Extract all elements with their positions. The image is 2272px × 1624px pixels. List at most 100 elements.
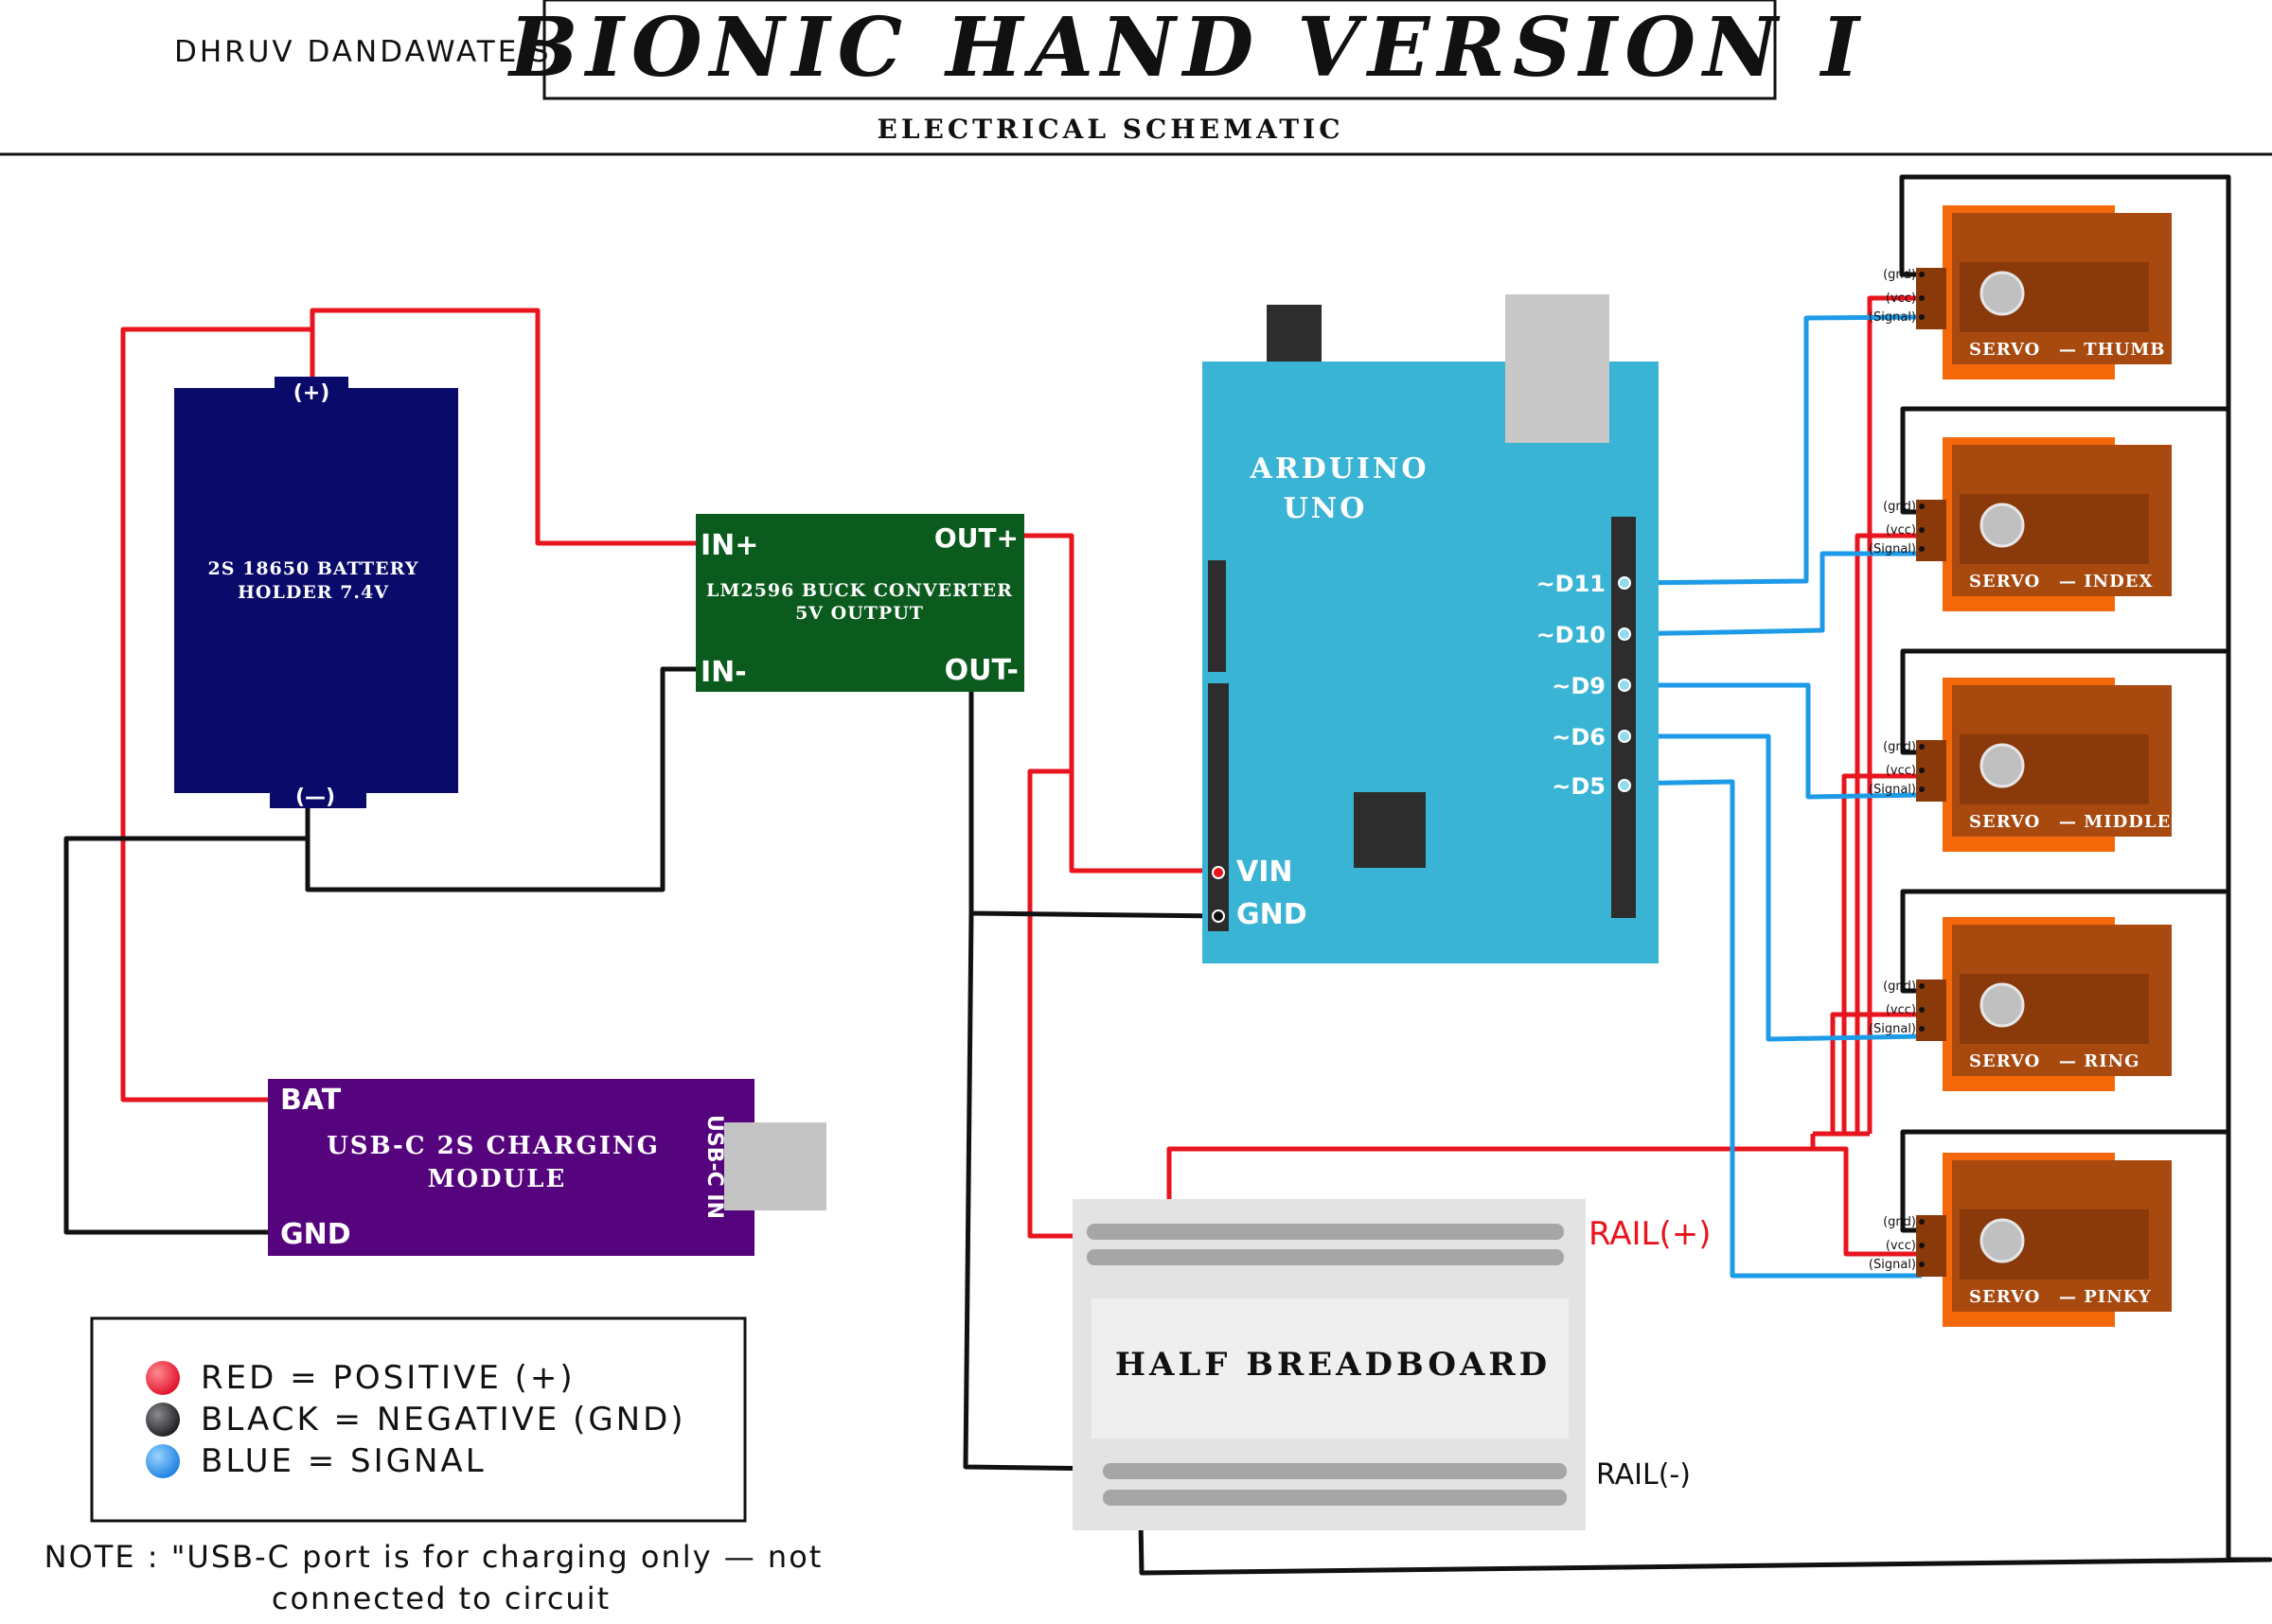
- wire-vcc-pinky: [1813, 1146, 1922, 1257]
- servo-connector-pin: [1919, 786, 1925, 792]
- arduino-uno: ARDUINO UNO VIN GND ~D11~D10~D9~D6~D5: [1202, 294, 1659, 963]
- buck-label-line2: 5V OUTPUT: [795, 603, 924, 624]
- arduino-gnd-pin: [1212, 909, 1225, 923]
- wire-battery-neg-to-charger-gnd: [63, 804, 311, 1235]
- servo-label: SERVO: [1969, 1051, 2040, 1071]
- servo-horn: [1979, 743, 2025, 788]
- buck-in-pos-label: IN+: [701, 529, 758, 562]
- breadboard-rail-pos-a: [1087, 1224, 1564, 1240]
- buck-label-line1: LM2596 BUCK CONVERTER: [706, 580, 1013, 601]
- servo-pin-label: (Signal): [1869, 783, 1916, 797]
- arduino-pin-label: ~D11: [1536, 571, 1606, 597]
- buck-out-neg-label: OUT-: [945, 654, 1019, 687]
- servo-pin-label: (Signal): [1869, 310, 1916, 325]
- servo-finger-label: — THUMB: [2059, 340, 2166, 360]
- servo-connector-pin: [1919, 768, 1925, 773]
- charger-label-line2: MODULE: [428, 1165, 567, 1193]
- servo-connector-pin: [1919, 314, 1925, 320]
- arduino-pin-label: ~D5: [1552, 773, 1606, 800]
- signal-wires: [1624, 314, 1923, 1279]
- servo-label: SERVO: [1969, 572, 2040, 591]
- servo-middle: (gnd)(vcc)(Signal)SERVO— MIDDLE: [1869, 678, 2172, 852]
- charger-port-label: USB-C IN: [702, 1115, 726, 1219]
- arduino-pin-dot: [1618, 576, 1631, 590]
- servo-horn: [1979, 271, 2025, 316]
- note: NOTE : "USB-C port is for charging only …: [44, 1539, 822, 1616]
- servo-horn: [1979, 1218, 2025, 1263]
- servo-finger-label: — PINKY: [2059, 1287, 2152, 1307]
- charger-usb-port: [724, 1122, 826, 1210]
- servo-finger-label: — RING: [2059, 1051, 2139, 1071]
- wire-gnd-index: [1900, 406, 2228, 515]
- arduino-vin-pin: [1212, 866, 1225, 879]
- charger-label-line1: USB-C 2S CHARGING: [327, 1132, 660, 1160]
- breadboard-rail-neg-b: [1103, 1490, 1567, 1506]
- buck-converter: IN+ IN- OUT+ OUT- LM2596 BUCK CONVERTER …: [696, 514, 1024, 692]
- note-line2: connected to circuit: [272, 1580, 611, 1616]
- title-box: [542, 0, 1777, 100]
- servo-connector-pin: [1919, 546, 1925, 552]
- servo-pin-label: (vcc): [1886, 764, 1916, 778]
- arduino-pin-label: ~D6: [1552, 724, 1606, 750]
- servo-connector-pin: [1919, 1262, 1925, 1267]
- wires: [63, 174, 2272, 1576]
- arduino-pin-dot: [1618, 779, 1631, 792]
- servos: (gnd) (vcc) (Signal) SERVO — THUMB (gnd) (vcc)…: [1869, 205, 2172, 1327]
- servo-connector-pin: [1919, 295, 1925, 301]
- arduino-chip: [1354, 792, 1426, 868]
- servo-connector-pin: [1919, 1007, 1925, 1013]
- wire-buck-out-neg-to-rail-neg: [963, 912, 1113, 1472]
- servo-thumb: (gnd)(vcc)(Signal)SERVO— THUMB: [1869, 205, 2172, 380]
- servo-connector-pin: [1919, 503, 1925, 509]
- servo-pin-label: (vcc): [1886, 1003, 1916, 1017]
- servo-connector-pin: [1919, 527, 1925, 533]
- wire-signal-d6-ring: [1624, 733, 1923, 1042]
- arduino-vin-label: VIN: [1236, 856, 1293, 889]
- battery-neg-label: (—): [295, 786, 335, 809]
- breadboard-label: HALF BREADBOARD: [1115, 1346, 1551, 1384]
- wire-vcc-index: [1855, 533, 1922, 1134]
- legend-black-dot: [146, 1403, 180, 1437]
- arduino-header-left-bottom: [1208, 683, 1229, 931]
- servo-index: (gnd) (vcc) (Signal) SERVO — INDEX: [1869, 437, 2172, 611]
- half-breadboard: HALF BREADBOARD RAIL(+) RAIL(-): [1073, 1199, 1712, 1530]
- rail-neg-label: RAIL(-): [1596, 1458, 1691, 1492]
- legend-item-signal: BLUE = SIGNAL: [201, 1442, 487, 1480]
- charger-body: [268, 1079, 754, 1256]
- servo-pin-label: (Signal): [1869, 542, 1916, 556]
- wire-buck-out-to-rail-pos: [1027, 768, 1103, 1239]
- buck-body: [696, 514, 1024, 692]
- wire-buck-out-to-vin: [1022, 533, 1221, 874]
- legend-item-positive: RED = POSITIVE (+): [201, 1359, 576, 1397]
- servo-connector-pin: [1919, 1219, 1925, 1225]
- buck-out-pos-label: OUT+: [934, 522, 1019, 554]
- battery-holder: (+) (—) 2S 18650 BATTERY HOLDER 7.4V: [174, 377, 458, 809]
- legend: RED = POSITIVE (+) BLACK = NEGATIVE (GND…: [90, 1316, 747, 1523]
- servo-pin-label: (gnd): [1883, 740, 1916, 754]
- buck-in-neg-label: IN-: [701, 656, 747, 689]
- arduino-gnd-label: GND: [1236, 898, 1307, 931]
- rail-pos-label: RAIL(+): [1589, 1215, 1712, 1253]
- servo-connector-pin: [1919, 744, 1925, 750]
- servo-label: SERVO: [1969, 340, 2040, 360]
- page-subtitle: ELECTRICAL SCHEMATIC: [877, 114, 1343, 145]
- servo-pin-label: (Signal): [1869, 1258, 1916, 1272]
- wire-buck-out-neg-to-gnd: [968, 691, 1222, 919]
- wire-signal-d11-thumb: [1624, 314, 1923, 586]
- arduino-pin-dot: [1618, 679, 1631, 692]
- arduino-usb-port-overlay: [1505, 362, 1609, 443]
- arduino-pin-label: ~D10: [1536, 622, 1606, 648]
- negative-wires: [63, 174, 2272, 1576]
- servo-pin-label: (gnd): [1883, 268, 1916, 282]
- servo-horn: [1979, 982, 2025, 1028]
- wire-rail-pos-to-servo-bus: [1166, 1134, 1816, 1236]
- servo-pin-label: (gnd): [1883, 500, 1916, 514]
- servo-pin-label: (vcc): [1886, 523, 1916, 538]
- servo-finger-label: — INDEX: [2059, 572, 2153, 591]
- battery-label-line2: HOLDER 7.4V: [238, 582, 389, 603]
- wire-signal-d10-index: [1624, 551, 1922, 637]
- header: DHRUV DANDAWATE'S BIONIC HAND VERSION I …: [0, 0, 2272, 156]
- page-title: BIONIC HAND VERSION I: [506, 0, 1867, 96]
- arduino-digital-pins: ~D11~D10~D9~D6~D5: [1536, 571, 1631, 800]
- wire-gnd-middle: [1900, 648, 2228, 755]
